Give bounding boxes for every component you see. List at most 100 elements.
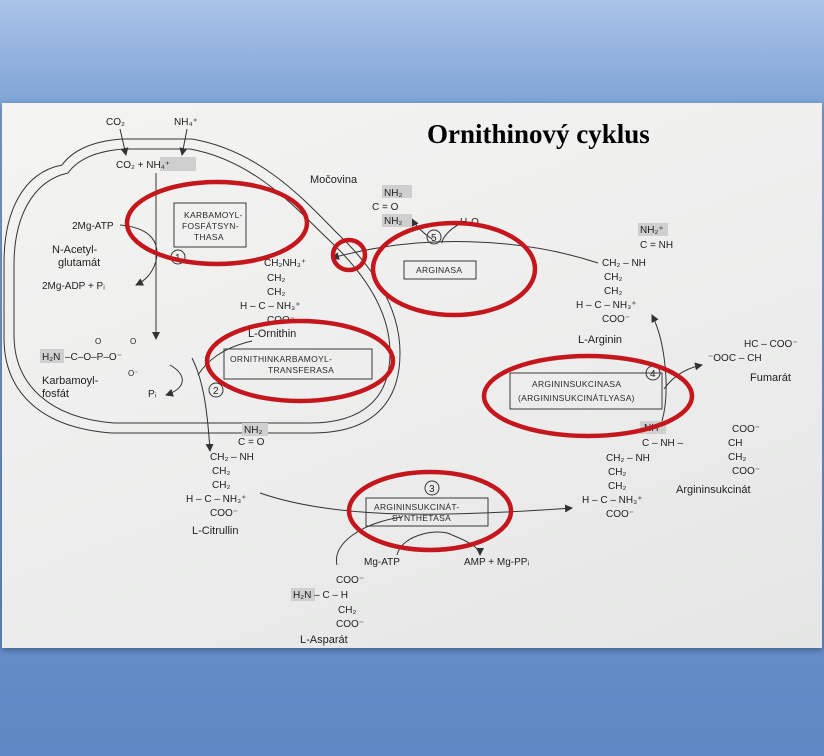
arginine-line-3: CH₂ – NH (602, 258, 646, 269)
urea-nh2-bottom-highlight (382, 214, 412, 227)
argininosuccinate-right-2: CH (728, 438, 742, 449)
highlight-ring-membrane-transport (330, 237, 368, 273)
ornithinkarbamoyltransferasa-label-1: ORNITHINKARBAMOYL- (230, 354, 332, 364)
argininosuccinate-line-4: CH₂ (608, 467, 626, 478)
citrulline-line-4: CH₂ (212, 466, 230, 477)
ornithine-line-1: CH₂NH₃⁺ (264, 258, 306, 269)
highlight-ring-arginasa (370, 220, 538, 318)
ornithinkarbamoyltransferasa-box (223, 348, 373, 380)
aspartate-line-4: COO⁻ (336, 619, 364, 630)
arginase-arrow (331, 241, 599, 264)
argininosuccinate-line-6: H – C – NH₃⁺ (582, 495, 642, 506)
step-2-number: 2 (213, 386, 219, 397)
highlight-ring-argininsukcinatsynthetasa (346, 469, 514, 553)
nh4-arrow (179, 128, 188, 156)
arginine-line-1: NH₂⁺ (640, 225, 664, 236)
fumarate-release-curve (663, 362, 703, 390)
urea-line-1: NH₂ (384, 188, 402, 199)
arginine-line-2: C = NH (640, 240, 673, 251)
asl-synthetase-arrow (259, 492, 573, 515)
mitochondrion-outer-membrane (3, 138, 401, 434)
argininosuccinate-right-1: COO⁻ (732, 424, 760, 435)
step-4-number: 4 (650, 369, 656, 380)
argininosuccinate-line-3: CH₂ – NH (606, 453, 650, 464)
urea-cycle-diagram: Ornithinový cyklus CO₂ NH₄⁺ CO₂ + NH₄⁺ 2… (3, 117, 798, 646)
argininosuccinate-right-4: COO⁻ (732, 466, 760, 477)
fumarate-line-1: HC – COO⁻ (744, 339, 798, 350)
h2n-highlight (40, 349, 64, 363)
ornithinkarbamoyltransferasa-label-2: TRANSFERASA (268, 365, 334, 375)
arginine-nh2-highlight (638, 223, 668, 236)
step-2-marker (208, 382, 224, 398)
step-5-marker (426, 229, 442, 245)
citrulline-line-7: COO⁻ (210, 508, 238, 519)
highlight-ring-karbamoylfosfatsynthasa (124, 179, 310, 267)
carbamoyl-phosphate-o-lower: O⁻ (128, 369, 138, 378)
argininosuccinate-right-3: CH₂ (728, 452, 746, 463)
argininsukcinasa-box (509, 372, 663, 410)
nh4-highlight (160, 157, 196, 171)
carbamoyl-phosphate-formula: –C–O–P–O⁻ (65, 352, 122, 363)
argininosuccinate-line-2: C – NH – (642, 438, 684, 449)
citrulline-name: L-Citrullin (192, 525, 238, 537)
argininsukcinatsynthetasa-box (365, 497, 489, 527)
citrulline-line-2: C = O (238, 437, 265, 448)
n-acetylglutamate-label-1: N-Acetyl- (52, 244, 98, 256)
argininosuccinate-line-5: CH₂ (608, 481, 626, 492)
amp-label: AMP + Mg-PPᵢ (464, 557, 529, 568)
urea-line-2: C = O (372, 202, 399, 213)
n-acetylglutamate-label-2: glutamát (58, 257, 100, 269)
arginine-line-4: CH₂ (604, 272, 622, 283)
urea-name: Močovina (310, 174, 358, 186)
mitochondrion-inner-membrane (13, 148, 391, 424)
carbamoyl-phosphate-name-1: Karbamoyl- (42, 375, 99, 387)
aspartate-line-3: CH₂ (338, 605, 356, 616)
carbamoyl-phosphate-o-p: O (130, 337, 136, 346)
nh4-input-label: NH₄⁺ (174, 117, 198, 128)
urea-line-3: NH₂ (384, 216, 402, 227)
otc-reaction-arrow (191, 357, 214, 452)
karbamoylfosfatsynthasa-box (173, 202, 247, 248)
arginine-name: L-Arginin (578, 334, 622, 346)
arginasa-label: ARGINASA (416, 265, 462, 275)
co2-input-label: CO₂ (106, 117, 125, 128)
karbamoylfosfatsynthasa-label-3: THASA (194, 232, 224, 242)
diagram-title: Ornithinový cyklus (427, 119, 650, 149)
arginasa-box (403, 260, 477, 280)
arginine-line-5: CH₂ (604, 286, 622, 297)
ornithine-line-2: CH₂ (267, 273, 285, 284)
argininsukcinasa-label-1: ARGININSUKCINASA (532, 379, 621, 389)
citrulline-line-6: H – C – NH₃⁺ (186, 494, 246, 505)
co2-nh4-label: CO₂ + NH₄⁺ (116, 160, 170, 171)
co2-arrow (119, 128, 129, 156)
highlight-ring-argininsukcinasa (481, 353, 695, 439)
citrulline-line-5: CH₂ (212, 480, 230, 491)
mg-atp-label: Mg-ATP (364, 557, 400, 568)
argininosuccinate-line-7: COO⁻ (606, 509, 634, 520)
pi-release-curve (165, 364, 183, 397)
arginine-line-7: COO⁻ (602, 314, 630, 325)
adp-curve (135, 260, 157, 286)
atp-label: 2Mg-ATP (72, 221, 114, 232)
pi-label: Pᵢ (148, 389, 157, 400)
water-curve (441, 224, 459, 244)
step-5-number: 5 (431, 233, 437, 244)
fumarate-name: Fumarát (750, 372, 791, 384)
aspartate-line-1: COO⁻ (336, 575, 364, 586)
ornithine-name: L-Ornithin (248, 328, 296, 340)
step-3-marker (424, 480, 440, 496)
carbamoyl-phosphate-name-2: fosfát (42, 388, 69, 400)
carbamoyl-phosphate-h2n: H₂N (42, 352, 60, 363)
aspartate-entry-curve (336, 516, 403, 566)
argininsukcinatsynthetasa-label-1: ARGININSUKCINÁT- (374, 502, 460, 512)
adp-label: 2Mg-ADP + Pᵢ (42, 281, 105, 292)
aspartate-name: L-Asparát (300, 634, 348, 646)
aspartate-line-2: H₂N – C – H (293, 590, 348, 601)
argininsukcinasa-label-2: (ARGININSUKCINÁTLYASA) (518, 393, 635, 403)
ornithine-line-3: CH₂ (267, 287, 285, 298)
citrulline-line-1: NH₂ (244, 425, 262, 436)
ornithine-entry-curve (197, 340, 253, 376)
aspartate-h2n-highlight (291, 588, 315, 601)
citrulline-nh2-highlight (242, 423, 268, 436)
ornithine-line-4: H – C – NH₃⁺ (240, 301, 300, 312)
